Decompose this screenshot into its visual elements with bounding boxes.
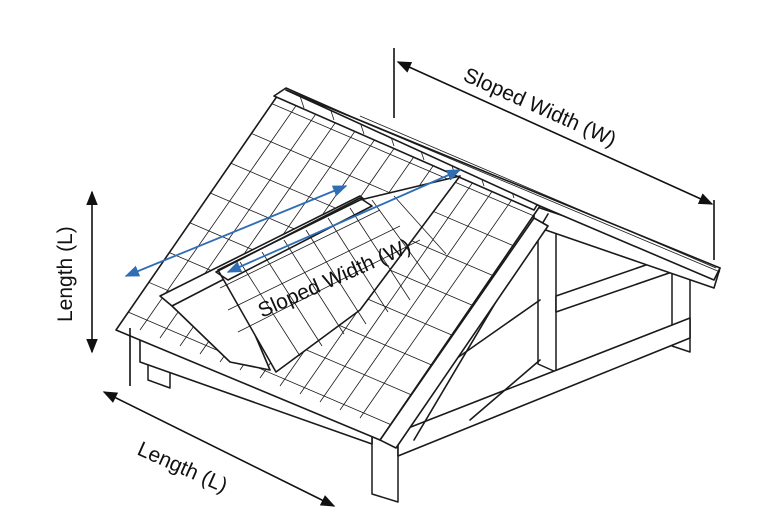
bottom-length-arrow — [102, 391, 336, 507]
blue-arrow-lower — [226, 169, 462, 273]
left-length-label: Length (L) — [54, 226, 77, 322]
bottom-length-label: Length (L) — [134, 438, 231, 498]
dimension-lines — [86, 48, 715, 507]
dormer-width-arrows — [124, 169, 462, 277]
top-sloped-width-label: Sloped Width (W) — [460, 64, 620, 152]
top-sloped-width-arrow — [396, 61, 714, 205]
